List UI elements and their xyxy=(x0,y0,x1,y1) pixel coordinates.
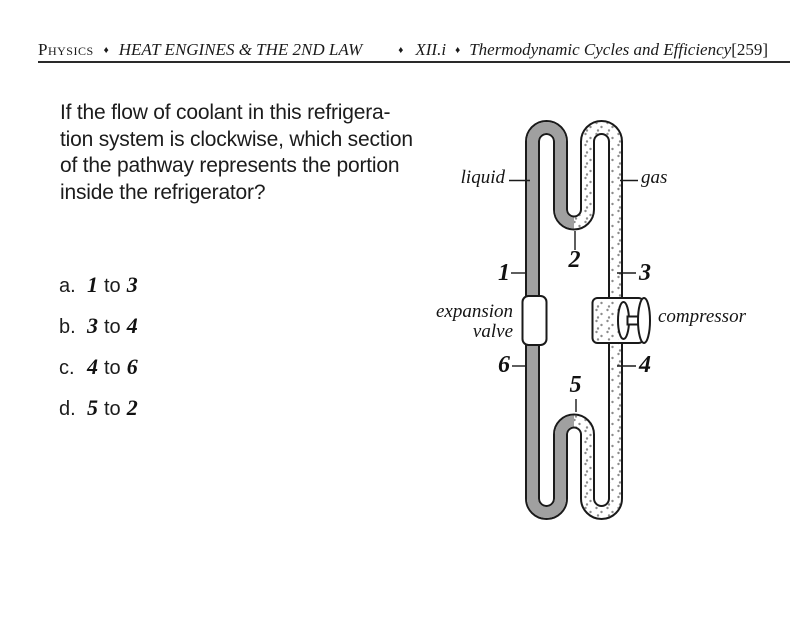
option-to-number: 6 xyxy=(126,354,138,379)
option-from-number: 5 xyxy=(87,395,98,420)
option-to-number: 4 xyxy=(126,313,138,338)
question-line: inside the refrigerator? xyxy=(60,180,266,204)
header-breadcrumb: Physics ♦ HEAT ENGINES & THE 2ND LAW ♦ X… xyxy=(38,40,731,60)
option-from-number: 3 xyxy=(87,313,98,338)
page-header: Physics ♦ HEAT ENGINES & THE 2ND LAW ♦ X… xyxy=(38,40,768,60)
option-connector-word: to xyxy=(104,357,121,379)
option-letter: d. xyxy=(59,398,76,420)
header-section-code: XII.i xyxy=(415,40,447,59)
header-subject: Physics xyxy=(38,40,94,59)
label-point-4: 4 xyxy=(639,352,651,378)
option-to-number: 2 xyxy=(126,395,138,420)
question-text: If the flow of coolant in this refrigera… xyxy=(60,100,413,206)
option-connector-word: to xyxy=(104,275,121,297)
question-line: of the pathway represents the portion xyxy=(60,154,400,177)
option-b: b. 3 to 4 xyxy=(59,313,138,338)
option-c: c. 4 to 6 xyxy=(59,354,138,379)
compressor-shape xyxy=(591,297,651,344)
label-expansion-valve: expansion valve xyxy=(413,302,513,342)
option-letter: c. xyxy=(59,357,75,379)
label-point-3: 3 xyxy=(639,260,651,286)
label-gas: gas xyxy=(641,167,668,188)
header-topic: Thermodynamic Cycles and Efficiency xyxy=(469,40,732,59)
option-a: a. 1 to 3 xyxy=(59,272,138,297)
option-connector-word: to xyxy=(104,398,121,420)
header-chapter: HEAT ENGINES & THE 2ND LAW xyxy=(118,40,363,59)
label-liquid: liquid xyxy=(460,167,505,188)
diamond-separator-icon: ♦ xyxy=(455,45,461,56)
question-line: tion system is clockwise, which section xyxy=(60,127,413,151)
option-d: d. 5 to 2 xyxy=(59,395,138,420)
option-connector-word: to xyxy=(104,316,121,338)
diamond-separator-icon: ♦ xyxy=(103,45,109,56)
compressor-gas-region xyxy=(595,300,619,341)
label-point-2: 2 xyxy=(568,247,581,273)
answer-options: a. 1 to 3 b. 3 to 4 c. 4 to 6 d. 5 to 2 xyxy=(59,272,138,436)
expansion-valve-shape xyxy=(521,295,548,346)
label-expansion-valve-line1: expansion xyxy=(435,301,513,322)
option-from-number: 4 xyxy=(87,354,98,379)
question-line: If the flow of coolant in this refrigera… xyxy=(60,101,391,124)
label-point-6: 6 xyxy=(498,352,510,378)
compressor-end-cap xyxy=(637,297,651,344)
label-expansion-valve-line2: valve xyxy=(472,321,513,342)
label-point-5: 5 xyxy=(569,372,582,398)
label-point-1: 1 xyxy=(498,260,510,286)
diamond-separator-icon: ♦ xyxy=(398,45,404,56)
header-rule xyxy=(38,61,790,63)
option-letter: b. xyxy=(59,316,76,338)
option-from-number: 1 xyxy=(87,272,98,297)
label-compressor: compressor xyxy=(658,306,746,327)
page-number: [259] xyxy=(731,40,769,59)
option-letter: a. xyxy=(59,275,76,297)
option-to-number: 3 xyxy=(126,272,138,297)
